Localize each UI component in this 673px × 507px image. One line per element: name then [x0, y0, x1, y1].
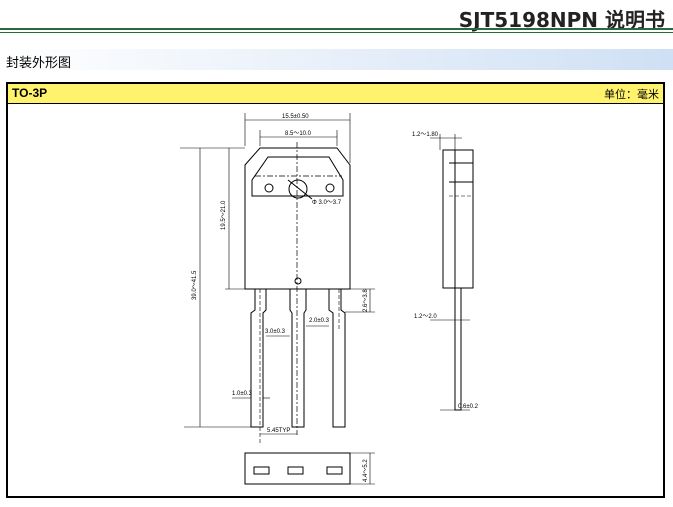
section-title: 封装外形图	[6, 56, 72, 71]
dim-tab-thickness: 1.2～2.0	[414, 314, 437, 320]
front-view-leads	[250, 289, 346, 445]
dim-pitch: 5.45TYP	[267, 428, 290, 434]
front-view-body	[244, 147, 351, 290]
dim-lead-gap: 2.0±0.3	[309, 318, 330, 324]
dim-top-width: 8.5～10.0	[285, 131, 312, 137]
dim-lead-step: 2.6～3.8	[363, 289, 369, 312]
package-drawing-frame: TO-3P 单位：毫米	[6, 82, 665, 498]
dim-bottom-height: 4.4～5.2	[363, 459, 369, 482]
dim-lead-width-upper: 3.0±0.3	[265, 329, 286, 335]
package-header: TO-3P 单位：毫米	[8, 84, 663, 104]
header-rule-thin	[0, 32, 673, 33]
dim-body-width: 15.5±0.50	[282, 114, 309, 120]
bottom-view	[244, 452, 375, 485]
package-name: TO-3P	[12, 86, 48, 100]
header-rule	[0, 28, 673, 30]
dim-hole: Φ 3.0～3.7	[312, 200, 342, 206]
dim-body-height: 19.5～21.0	[221, 200, 227, 230]
section-bar	[0, 49, 673, 70]
dim-thickness: 1.2～1.80	[412, 132, 439, 138]
side-view	[430, 134, 474, 411]
dim-lead-width-lower: 1.0±0.3	[232, 391, 253, 397]
unit-label: 单位：毫米	[604, 88, 659, 101]
dim-total-height: 39.0～41.5	[192, 270, 198, 300]
dim-lead-thickness: 0.6±0.2	[458, 404, 479, 410]
